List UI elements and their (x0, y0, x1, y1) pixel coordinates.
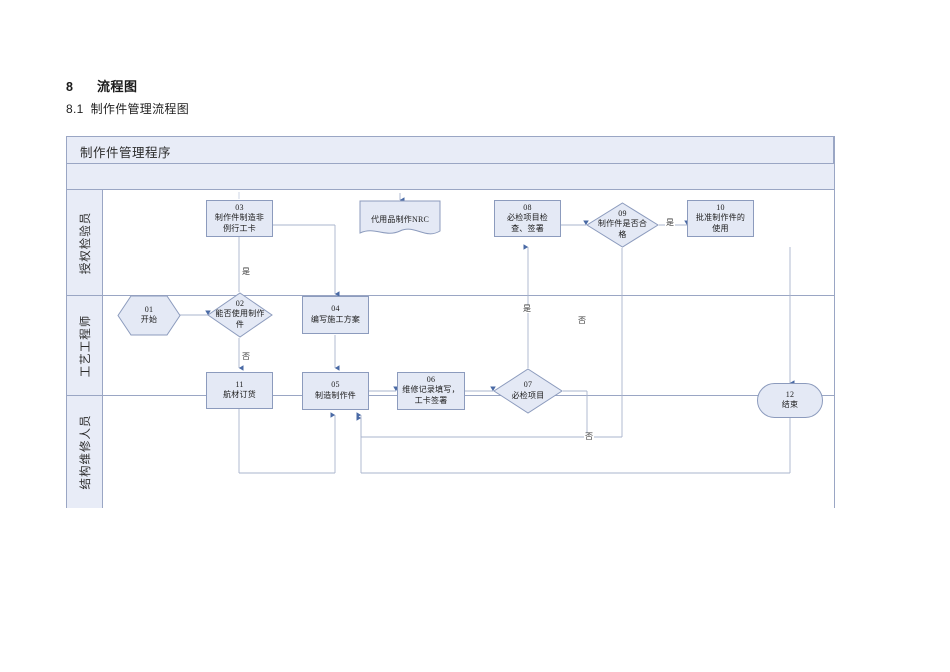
node-11[interactable]: 11 航材订货 (206, 372, 273, 409)
node-08-label: 必检项目检查、签署 (507, 212, 548, 233)
node-04[interactable]: 04 编写施工方案 (302, 296, 369, 334)
node-12[interactable]: 12 结束 (757, 383, 823, 418)
section-title: 流程图 (96, 79, 138, 94)
node-09[interactable]: 09 制作件是否合格 (586, 202, 659, 248)
edge-label-07-no: 否 (584, 432, 594, 441)
node-05-label: 制造制作件 (315, 390, 356, 400)
node-06[interactable]: 06 维修记录填写，工卡签署 (397, 372, 465, 410)
node-02-number: 02 (235, 299, 245, 308)
edge-label-02-no: 否 (241, 352, 251, 361)
node-03[interactable]: 03 制作件制造非例行工卡 (206, 200, 273, 237)
lane-label-inspector: 授权检验员 (79, 211, 92, 274)
node-11-label: 航材订货 (223, 390, 256, 400)
node-01-number: 01 (144, 304, 154, 314)
node-12-label: 结束 (781, 400, 799, 410)
diagram-title-bar: 制作件管理程序 (67, 137, 834, 164)
title-bar-divider (833, 137, 834, 164)
node-08[interactable]: 08 必检项目检查、签署 (494, 200, 561, 237)
node-05-number: 05 (331, 380, 340, 390)
node-03-label: 制作件制造非例行工卡 (214, 212, 265, 233)
subsection-heading: 8.1 制作件管理流程图 (66, 100, 189, 117)
node-02-label: 能否使用制作件 (215, 309, 265, 330)
node-11-number: 11 (235, 379, 244, 389)
node-04-number: 04 (331, 304, 340, 314)
node-02[interactable]: 02 能否使用制作件 (207, 292, 273, 338)
lane-header-mechanic: 结构维修人员 (67, 396, 103, 508)
subsection-title: 制作件管理流程图 (90, 102, 189, 116)
node-03-number: 03 (235, 202, 244, 212)
lane-header-inspector: 授权检验员 (67, 190, 103, 296)
diagram-title: 制作件管理程序 (80, 146, 172, 160)
subsection-number: 8.1 (66, 102, 84, 116)
section-number: 8 (66, 80, 73, 94)
node-10-label: 批准制作件的使用 (695, 212, 746, 233)
node-08-number: 08 (523, 202, 532, 212)
node-12-number: 12 (785, 389, 795, 399)
node-07-label: 必检项目 (511, 390, 545, 400)
edge-label-09-yes: 是 (665, 218, 675, 227)
page-heading: 8 流程图 (66, 76, 826, 96)
diagram-subtitle-bar (67, 164, 834, 190)
lane-label-mechanic: 结构维修人员 (79, 414, 92, 490)
node-01[interactable]: 01 开始 (117, 295, 181, 336)
node-07-number: 07 (523, 380, 533, 390)
edge-label-09-no: 否 (577, 316, 587, 325)
node-06-number: 06 (426, 375, 436, 384)
edge-label-07-yes: 是 (522, 304, 532, 313)
node-07[interactable]: 07 必检项目 (493, 368, 563, 414)
lane-label-engineer: 工艺工程师 (79, 314, 92, 377)
edge-label-02-yes: 是 (241, 267, 251, 276)
node-nrc-label: 代用品制作NRC (370, 214, 430, 224)
node-06-label: 维修记录填写，工卡签署 (402, 385, 460, 406)
node-09-label: 制作件是否合格 (597, 219, 648, 240)
node-05[interactable]: 05 制造制作件 (302, 372, 369, 410)
node-10-number: 10 (716, 202, 725, 212)
lane-body-mechanic (103, 396, 834, 508)
node-10[interactable]: 10 批准制作件的使用 (687, 200, 754, 237)
node-01-label: 开始 (140, 315, 158, 325)
node-04-label: 编写施工方案 (310, 314, 361, 324)
node-nrc[interactable]: 代用品制作NRC (359, 200, 441, 240)
node-09-number: 09 (618, 209, 627, 218)
flowchart-diagram: 制作件管理程序 授权检验员 工艺工程师 结构维修人员 (66, 136, 835, 508)
lane-header-engineer: 工艺工程师 (67, 296, 103, 396)
